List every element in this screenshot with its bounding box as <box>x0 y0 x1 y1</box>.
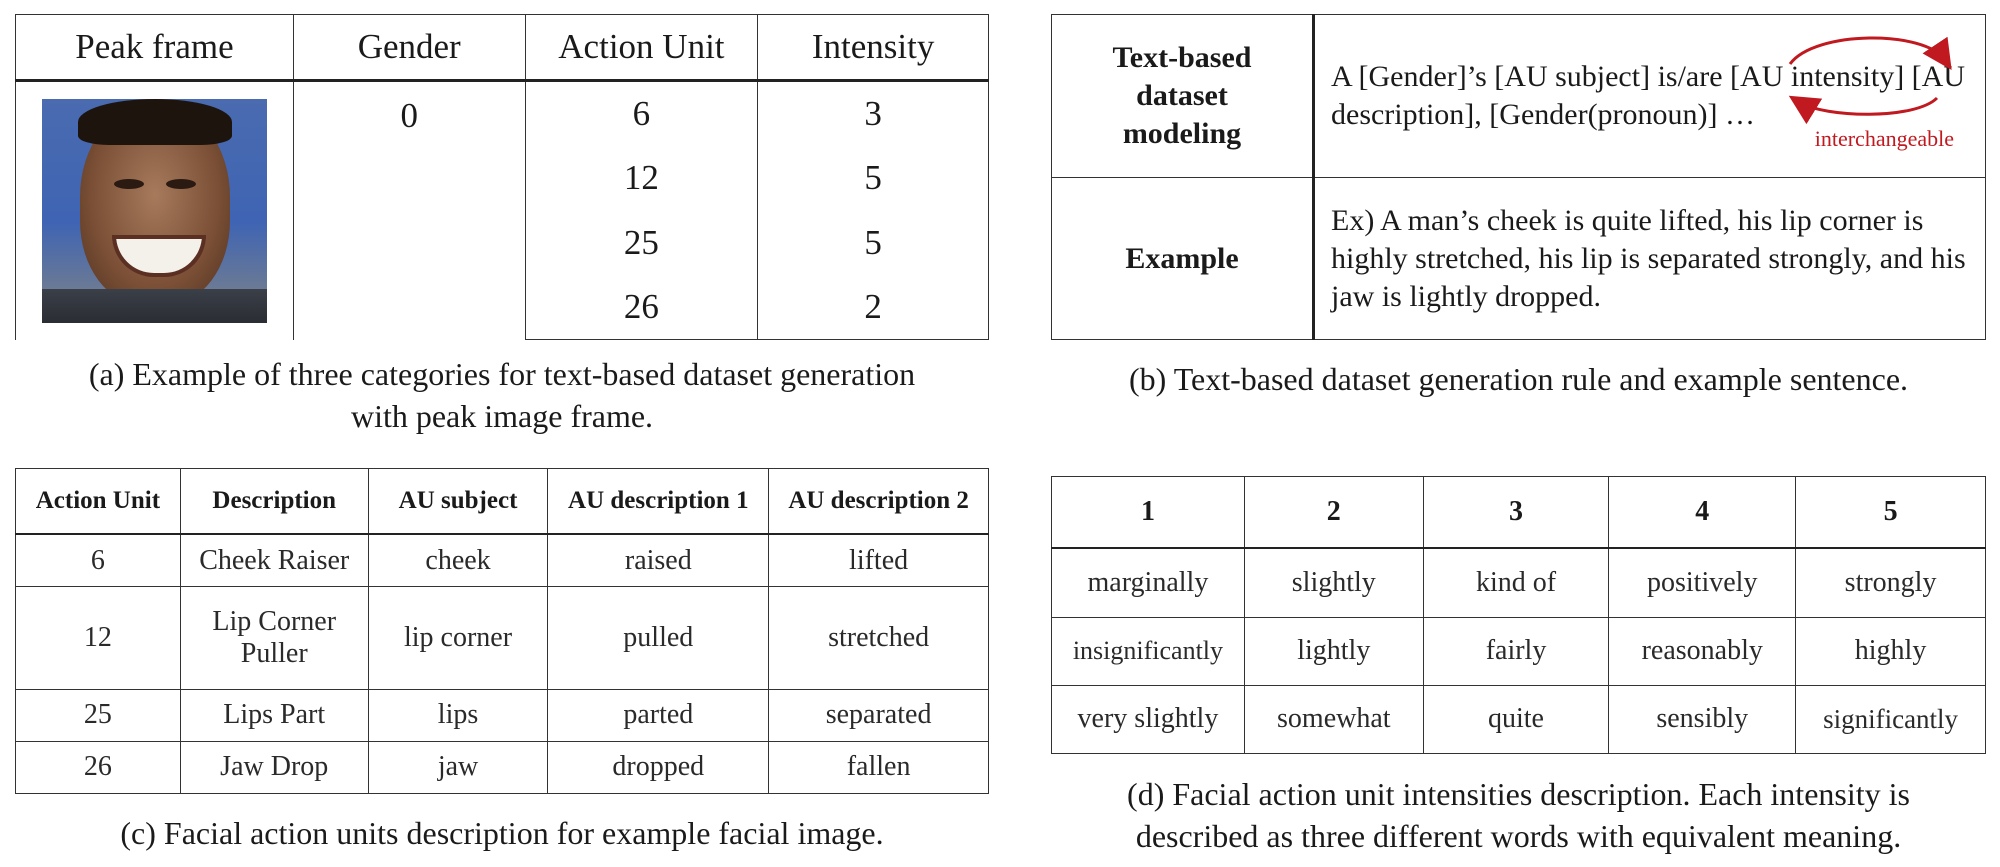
header-intensity-5: 5 <box>1795 476 1986 549</box>
table-cell: marginally <box>1051 547 1245 618</box>
table-cell: raised <box>547 533 770 588</box>
example-text: Ex) A man’s cheek is quite lifted, his l… <box>1313 177 1986 340</box>
header-action-unit: Action Unit <box>524 14 759 82</box>
peak-frame-cell <box>15 80 294 340</box>
panel-b-table: Text-based dataset modeling A [Gender]’s… <box>1051 14 1986 340</box>
table-cell: lightly <box>1243 616 1424 686</box>
table-cell: stretched <box>768 586 989 690</box>
table-row: insignificantly lightly fairly reasonabl… <box>1051 616 1986 686</box>
table-cell: somewhat <box>1243 684 1424 755</box>
interchangeable-arrows <box>1788 36 1952 125</box>
header-description: Description <box>179 468 369 535</box>
table-row: marginally slightly kind of positively s… <box>1051 547 1986 618</box>
header-au-description-2: AU description 2 <box>768 468 989 535</box>
example-label: Example <box>1051 177 1315 340</box>
table-cell: fairly <box>1422 616 1610 686</box>
table-row: very slightly somewhat quite sensibly si… <box>1051 684 1986 755</box>
table-cell: lips <box>367 688 549 742</box>
table-cell: 6 <box>15 533 181 588</box>
intensity-value: 3 <box>757 80 989 147</box>
table-cell: Lip Corner Puller <box>179 586 369 690</box>
au-value: 25 <box>524 210 759 275</box>
au-value: 12 <box>524 146 759 211</box>
table-cell: cheek <box>367 533 549 588</box>
table-cell: Cheek Raiser <box>179 533 369 588</box>
caption-a-line2: with peak image frame. <box>350 398 654 434</box>
panel-d-table: 1 2 3 4 5 marginally slightly kind of po… <box>1051 476 1986 755</box>
table-cell: very slightly <box>1051 684 1245 755</box>
table-cell: dropped <box>547 740 770 795</box>
panel-c-table: Action Unit Description AU subject AU de… <box>15 468 989 795</box>
table-row: 6 Cheek Raiser cheek raised lifted <box>15 533 989 588</box>
panel-a-table: Peak frame Gender Action Unit Intensity … <box>15 14 989 340</box>
table-cell: 25 <box>15 688 181 742</box>
table-cell: slightly <box>1243 547 1424 618</box>
header-au-subject: AU subject <box>367 468 549 535</box>
rule-cell: A [Gender]’s [AU subject] is/are [AU int… <box>1313 14 1986 178</box>
table-cell: highly <box>1795 616 1986 686</box>
header-intensity-2: 2 <box>1243 476 1424 549</box>
table-cell: 26 <box>15 740 181 795</box>
table-cell: quite <box>1422 684 1610 755</box>
header-peak-frame: Peak frame <box>15 14 294 82</box>
header-action-unit: Action Unit <box>15 468 181 535</box>
table-cell: reasonably <box>1608 616 1797 686</box>
table-cell: Lips Part <box>179 688 369 742</box>
header-gender: Gender <box>292 14 526 82</box>
intensity-value: 5 <box>757 146 989 211</box>
caption-c: (c) Facial action units description for … <box>120 815 884 851</box>
intensity-value: 5 <box>757 210 989 275</box>
table-cell: strongly <box>1795 547 1986 618</box>
table-cell: kind of <box>1422 547 1610 618</box>
table-cell: separated <box>768 688 989 742</box>
caption-d-line1: (d) Facial action unit intensities descr… <box>1127 776 1910 812</box>
table-cell: parted <box>547 688 770 742</box>
header-intensity-1: 1 <box>1051 476 1245 549</box>
table-cell: insignificantly <box>1051 616 1245 686</box>
header-intensity-3: 3 <box>1422 476 1610 549</box>
caption-b: (b) Text-based dataset generation rule a… <box>1128 361 1909 397</box>
table-cell: significantly <box>1795 684 1986 755</box>
caption-d: (d) Facial action unit intensities descr… <box>1051 773 1986 857</box>
table-cell: fallen <box>768 740 989 795</box>
header-intensity-4: 4 <box>1608 476 1797 549</box>
caption-d-line2: described as three different words with … <box>1135 818 1902 854</box>
header-intensity: Intensity <box>757 14 989 82</box>
au-value: 26 <box>524 274 759 340</box>
header-au-description-1: AU description 1 <box>547 468 770 535</box>
table-cell: positively <box>1608 547 1797 618</box>
table-row: 25 Lips Part lips parted separated <box>15 688 989 742</box>
interchangeable-label: interchangeable <box>1814 126 1954 151</box>
peak-frame-face-image <box>41 98 267 323</box>
rule-line2: description], [Gender(pronoun)] … <box>1331 98 1756 131</box>
rule-line1: A [Gender]’s [AU subject] is/are [AU int… <box>1331 60 1965 93</box>
table-cell: sensibly <box>1608 684 1797 755</box>
au-value: 6 <box>524 80 759 147</box>
table-row: 26 Jaw Drop jaw dropped fallen <box>15 740 989 795</box>
gender-value: 0 <box>292 80 526 340</box>
table-cell: lifted <box>768 533 989 588</box>
table-cell: 12 <box>15 586 181 690</box>
intensity-value: 2 <box>757 274 989 340</box>
table-cell: lip corner <box>367 586 549 690</box>
caption-a-line1: (a) Example of three categories for text… <box>88 356 916 392</box>
rule-label: Text-based dataset modeling <box>1051 14 1315 178</box>
table-cell: Jaw Drop <box>179 740 369 795</box>
table-cell: pulled <box>547 586 770 690</box>
table-row: 12 Lip Corner Puller lip corner pulled s… <box>15 586 989 690</box>
caption-a: (a) Example of three categories for text… <box>15 353 989 437</box>
table-cell: jaw <box>367 740 549 795</box>
